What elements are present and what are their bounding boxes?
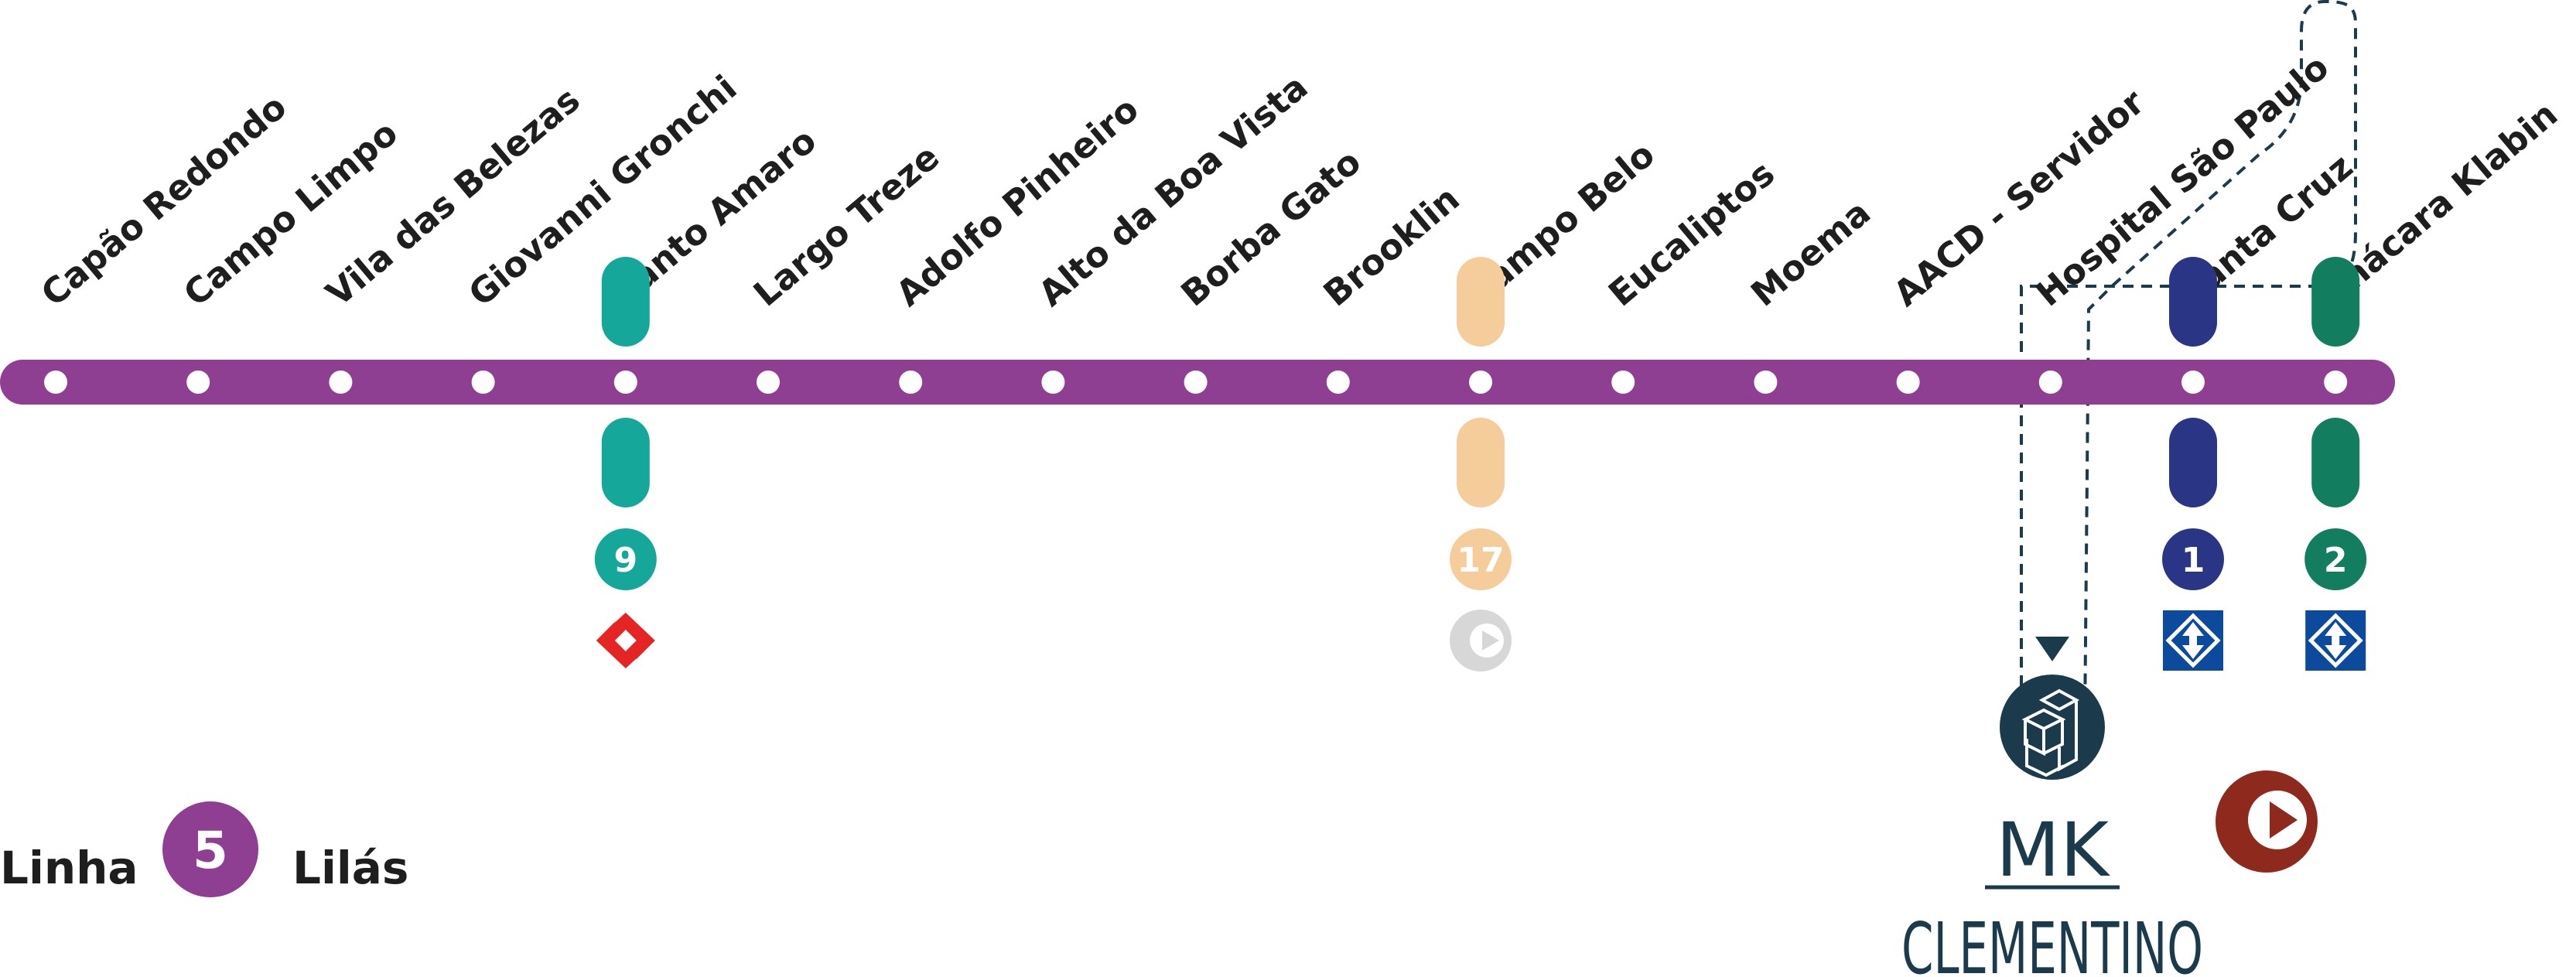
connection-line-badge: [1450, 528, 1512, 590]
connection-line-17[interactable]: 17: [1450, 257, 1512, 671]
legend-line-name: Lilás: [292, 842, 408, 894]
connection-line-number: 9: [613, 541, 637, 580]
station-label: Moema: [1743, 192, 1878, 315]
cptm-logo-icon: [596, 613, 655, 668]
connection-line-2[interactable]: 2: [2304, 257, 2367, 671]
connections: 9 17 1 2: [594, 257, 2367, 671]
station-marker[interactable]: [471, 371, 495, 394]
legend-line-number: 5: [193, 821, 228, 880]
development-circle: [2000, 675, 2105, 780]
line-legend: Linha 5 Lilás: [0, 801, 408, 897]
connection-pill-top: [1457, 257, 1505, 347]
monotrilho-logo-icon: [1450, 610, 1512, 671]
station-marker[interactable]: [613, 371, 637, 394]
station-marker[interactable]: [1041, 371, 1065, 394]
connection-pill-bottom: [2311, 418, 2360, 507]
station-marker[interactable]: [1754, 371, 1778, 394]
connection-pill-bottom: [1457, 418, 1505, 507]
station-marker[interactable]: [1326, 371, 1350, 394]
connection-line-1[interactable]: 1: [2162, 257, 2224, 671]
connection-line-number: 1: [2181, 541, 2205, 580]
station-label: Adolfo Pinheiro: [888, 88, 1146, 314]
development-marker[interactable]: MK CLEMENTINO: [1901, 675, 2203, 977]
station-marker[interactable]: [1469, 371, 1492, 394]
development-brand-bottom: CLEMENTINO: [1901, 907, 2203, 977]
building-cubes-icon: [2021, 688, 2080, 777]
connection-line-number: 2: [2324, 541, 2348, 580]
development-brand-top: MK: [1996, 807, 2110, 893]
station-marker[interactable]: [899, 371, 923, 394]
play-button-icon[interactable]: [2216, 770, 2318, 873]
connection-pill-top: [2311, 257, 2360, 347]
station-marker[interactable]: [2038, 371, 2062, 394]
legend-prefix: Linha: [0, 842, 138, 894]
station-marker[interactable]: [1896, 371, 1920, 394]
station-label: Vila das Belezas: [318, 79, 587, 314]
legend-line-badge: [162, 801, 258, 897]
connection-pill-top: [2169, 257, 2217, 347]
connection-line-badge: [2304, 528, 2367, 590]
station-marker[interactable]: [186, 371, 210, 394]
station-marker[interactable]: [1611, 371, 1635, 394]
connection-pill-bottom: [2169, 418, 2217, 507]
station-marker[interactable]: [44, 371, 67, 394]
station-marker[interactable]: [2324, 371, 2348, 394]
connection-pill-top: [601, 257, 650, 347]
station-label: Alto da Boa Vista: [1030, 67, 1315, 315]
station-label: AACD - Servidor: [1886, 81, 2153, 315]
metro-logo-icon: [2305, 610, 2366, 671]
station-marker[interactable]: [757, 371, 780, 394]
connection-line-number: 17: [1457, 541, 1504, 580]
connection-line-badge: [594, 528, 657, 590]
station-label: Brooklin: [1316, 178, 1467, 314]
arrow-down-icon: [2035, 637, 2069, 661]
station-marker[interactable]: [1184, 371, 1208, 394]
station-marker[interactable]: [2181, 371, 2205, 394]
connection-line-9[interactable]: 9: [594, 257, 657, 668]
connection-line-badge: [2162, 528, 2224, 590]
station-label: Capão Redondo: [33, 86, 294, 314]
station-marker[interactable]: [329, 371, 353, 394]
metro-logo-icon: [2163, 610, 2223, 671]
connection-pill-bottom: [601, 418, 650, 507]
